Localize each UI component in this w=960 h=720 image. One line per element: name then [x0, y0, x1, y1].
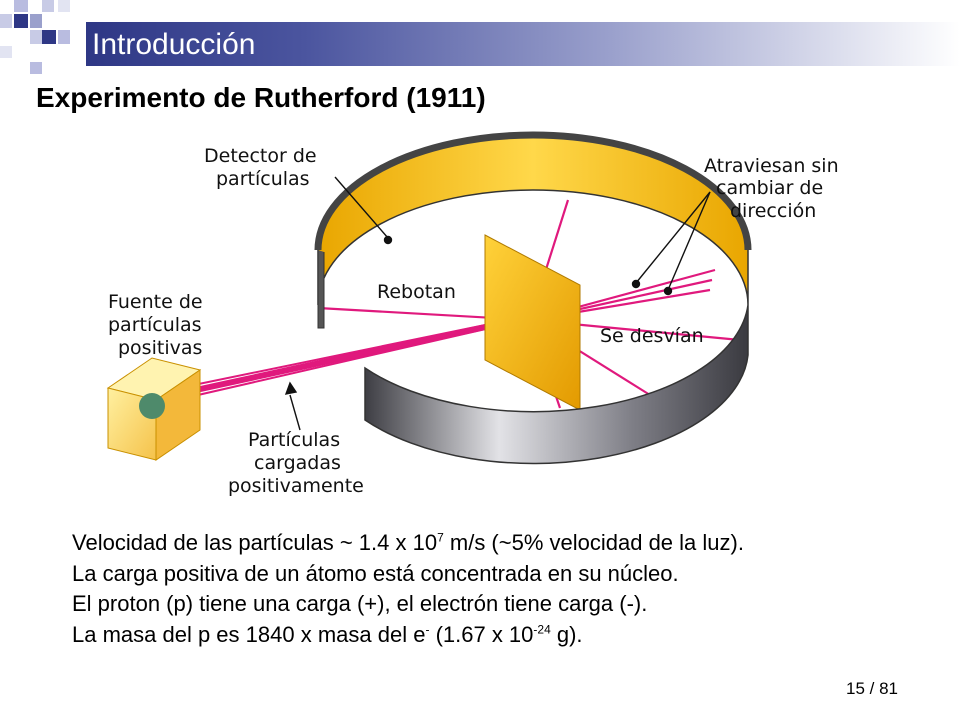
label-rebound: Rebotan	[377, 281, 456, 303]
fact-item: El proton (p) tiene una carga (+), el el…	[72, 591, 648, 616]
label-beam: Partículas cargadas positivamente	[228, 429, 364, 497]
rutherford-diagram: Detector de partículas Atraviesan sin ca…	[106, 131, 845, 497]
title-bar	[86, 22, 960, 66]
label-pass-through: Atraviesan sin cambiar de dirección	[704, 155, 845, 222]
label-detector: Detector de partículas	[204, 145, 323, 190]
gold-foil	[484, 234, 581, 411]
fact-list: Velocidad de las partículas ~ 1.4 x 107 …	[72, 528, 852, 650]
fact-item: La masa del p es 1840 x masa del e- (1.6…	[72, 621, 583, 647]
slide-title: Introducción	[92, 28, 256, 61]
detector-outer-wall	[364, 304, 749, 465]
page-number: 15 / 81	[846, 679, 899, 698]
particle-beam	[149, 323, 491, 407]
header-decoration	[0, 0, 70, 74]
fact-item: La carga positiva de un átomo está conce…	[72, 560, 679, 586]
label-source: Fuente de partículas positivas	[108, 291, 209, 359]
particle-source	[106, 357, 202, 461]
label-deflect: Se desvían	[600, 325, 704, 347]
slide-subtitle: Experimento de Rutherford (1911)	[36, 82, 486, 113]
fact-item: Velocidad de las partículas ~ 1.4 x 107 …	[72, 530, 744, 555]
